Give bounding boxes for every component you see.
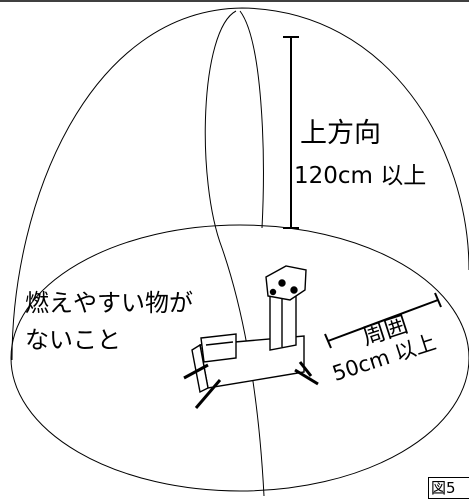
figure-number-tag: 図5 [428, 477, 469, 499]
clearance-base-ellipse [10, 224, 469, 492]
dome-meridian-line [204, 10, 265, 496]
vertical-distance-label: 120cm 以上 [294, 163, 427, 189]
vertical-dimension-bar [283, 36, 299, 229]
clearance-dome-outline [11, 7, 469, 361]
stove-illustration [183, 265, 319, 409]
vertical-direction-label: 上方向 [300, 118, 381, 149]
radial-dimension-bar [324, 292, 442, 349]
dome-meridian-back [239, 10, 264, 229]
flammables-warning-line1: 燃えやすい物が [25, 289, 193, 317]
flammables-warning-line2: ないこと [25, 326, 121, 354]
